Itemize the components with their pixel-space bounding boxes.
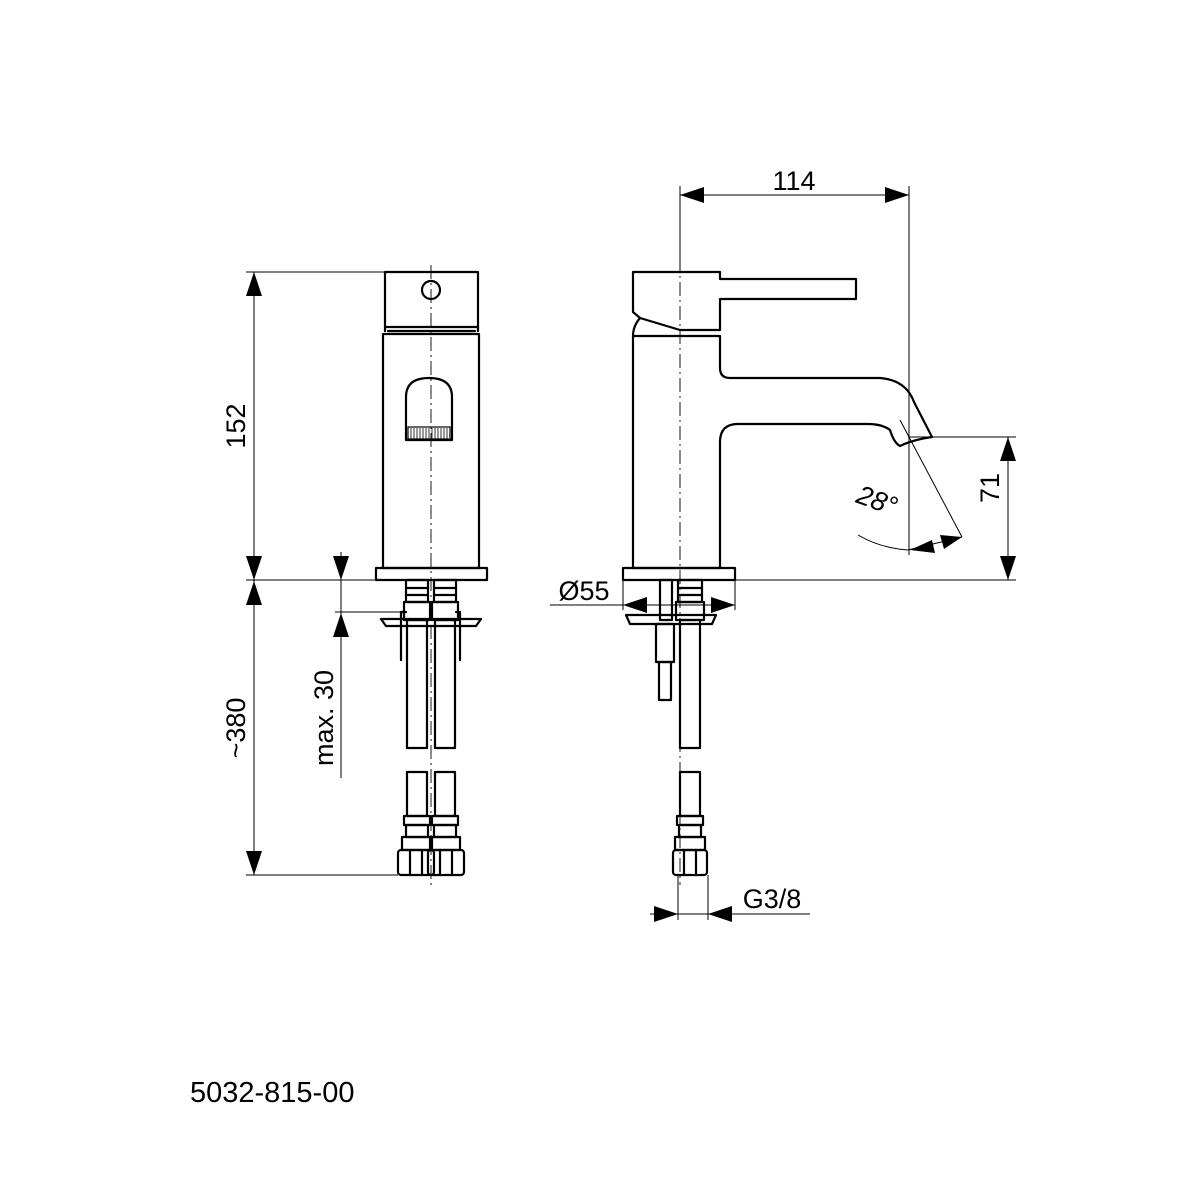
dimension-diameter: Ø55 — [550, 576, 736, 613]
aerator-outlet — [404, 376, 454, 442]
front-base-plate — [374, 566, 489, 582]
dimension-380: ~380 — [221, 581, 398, 876]
height-label: 152 — [221, 403, 251, 448]
dimension-152: 152 — [221, 271, 385, 875]
front-handle — [383, 270, 480, 329]
hose-length-label: ~380 — [221, 698, 251, 759]
front-view — [374, 265, 489, 885]
diameter-label: Ø55 — [558, 576, 609, 606]
thread-label: G3/8 — [743, 884, 802, 914]
side-lever — [631, 270, 858, 332]
width-label: 114 — [772, 166, 815, 196]
max-thickness-label: max. 30 — [309, 670, 339, 766]
product-code: 5032-815-00 — [190, 1077, 354, 1109]
dimension-71: 71 — [735, 436, 1016, 581]
angle-label: 28° — [852, 479, 902, 522]
dimension-max-30: max. 30 — [309, 552, 401, 778]
side-base-plate — [621, 566, 737, 582]
side-fittings — [624, 578, 718, 877]
dimension-thread: G3/8 — [650, 875, 810, 922]
aerator-mesh — [410, 428, 448, 439]
spout-height-label: 71 — [975, 473, 1005, 503]
front-hoses — [379, 578, 483, 877]
side-view — [621, 186, 934, 885]
dimension-angle: 28° — [852, 419, 963, 553]
dimension-114: 114 — [679, 166, 910, 555]
side-body-spout — [631, 334, 934, 570]
